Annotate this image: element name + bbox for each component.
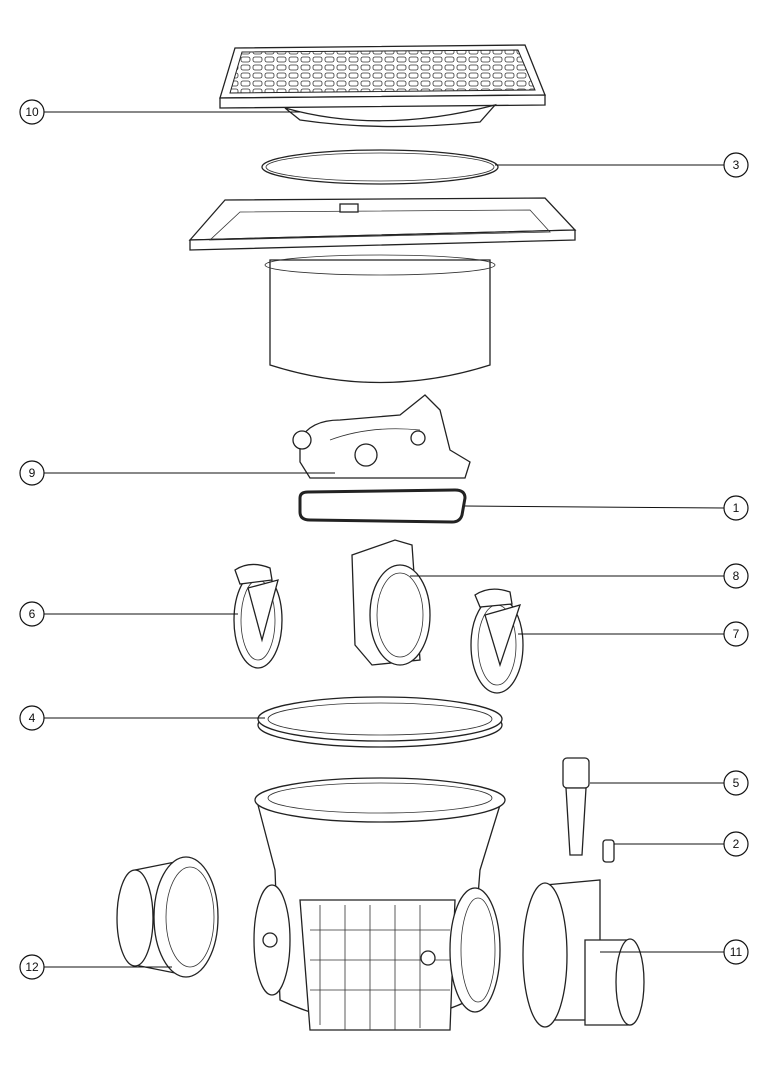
svg-text:7: 7 bbox=[733, 627, 740, 641]
part-9-trap-insert bbox=[292, 394, 471, 479]
part-7-side-flap bbox=[470, 588, 524, 694]
callout-10: 10 bbox=[19, 99, 45, 125]
leader-lines bbox=[44, 111, 725, 968]
drain-housing-body bbox=[253, 777, 506, 1031]
svg-text:12: 12 bbox=[25, 960, 39, 974]
callout-1: 1 bbox=[723, 495, 749, 521]
callout-3: 3 bbox=[723, 152, 749, 178]
svg-text:8: 8 bbox=[733, 569, 740, 583]
svg-text:3: 3 bbox=[733, 158, 740, 172]
callout-2: 2 bbox=[723, 831, 749, 857]
callout-8: 8 bbox=[723, 563, 749, 589]
part-1-gasket bbox=[298, 488, 467, 524]
part-12-inlet-adapter bbox=[116, 856, 219, 978]
svg-text:9: 9 bbox=[29, 466, 36, 480]
callout-4: 4 bbox=[19, 705, 45, 731]
svg-text:5: 5 bbox=[733, 776, 740, 790]
part-5-plug bbox=[562, 757, 590, 856]
svg-text:6: 6 bbox=[29, 607, 36, 621]
part-6-side-flap bbox=[233, 563, 283, 669]
callout-5: 5 bbox=[723, 770, 749, 796]
callout-11: 11 bbox=[723, 939, 749, 965]
svg-text:1: 1 bbox=[733, 501, 740, 515]
frame-with-riser bbox=[188, 197, 577, 384]
part-8-center-flap bbox=[351, 539, 431, 666]
svg-text:4: 4 bbox=[29, 711, 36, 725]
svg-text:2: 2 bbox=[733, 837, 740, 851]
part-2-small-pin bbox=[602, 839, 615, 863]
callout-12: 12 bbox=[19, 954, 45, 980]
svg-text:11: 11 bbox=[730, 945, 743, 959]
part-11-outlet-adapter bbox=[522, 879, 645, 1028]
callout-6: 6 bbox=[19, 601, 45, 627]
part-3-seal-ring bbox=[261, 149, 499, 185]
callout-7: 7 bbox=[723, 621, 749, 647]
part-4-large-seal bbox=[257, 696, 503, 748]
part-10-grate-cover bbox=[219, 44, 546, 128]
svg-text:10: 10 bbox=[25, 105, 39, 119]
callout-9: 9 bbox=[19, 460, 45, 486]
